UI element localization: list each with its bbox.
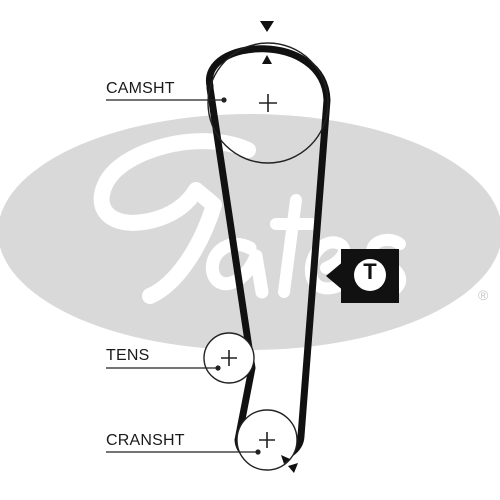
timing-mark-crank-outer-icon: [288, 463, 298, 473]
camshaft-leader-dot: [221, 97, 227, 103]
crankshaft-center-cross: [259, 432, 275, 448]
logo-letter-g: [93, 133, 256, 304]
camshaft-center-cross: [259, 94, 277, 112]
camshaft-pulley: [207, 42, 329, 164]
tension-indicator-circle: [354, 259, 386, 291]
crankshaft-label: CRANSHT: [106, 432, 185, 449]
timing-mark-top-icon: [260, 21, 274, 32]
camshaft-label: CAMSHT: [106, 80, 175, 97]
gates-logo-watermark: [0, 114, 500, 350]
registered-mark: ®: [478, 287, 489, 303]
tension-indicator-label: T: [363, 259, 377, 284]
tensioner-center-cross: [221, 350, 237, 366]
tensioner-leader-dot: [215, 365, 221, 371]
tension-indicator-icon: [326, 249, 399, 303]
tension-indicator-arrow: [326, 260, 345, 292]
tensioner-label: TENS: [106, 347, 150, 364]
crankshaft-leader-dot: [255, 449, 261, 455]
logo-letter-t: [270, 194, 318, 298]
timing-mark-top-pulley-icon: [262, 55, 272, 64]
timing-mark-crank-icon: [281, 455, 290, 464]
